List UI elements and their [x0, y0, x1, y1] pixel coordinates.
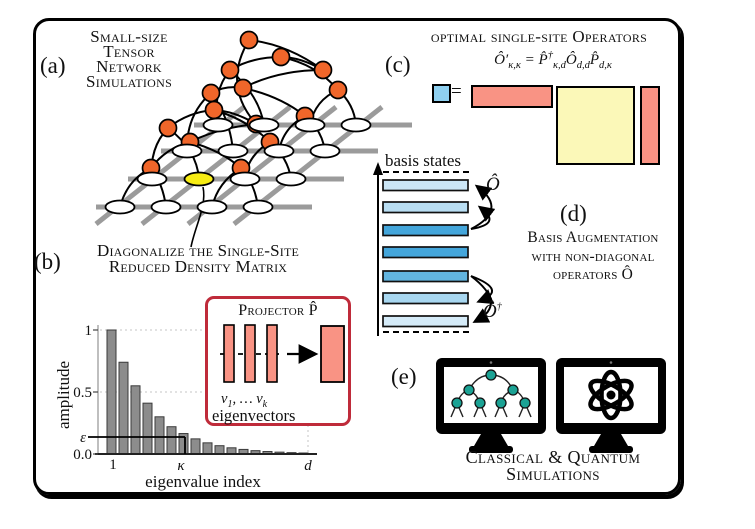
eigenvalue-bar	[118, 361, 129, 455]
simulation-monitors	[436, 358, 666, 453]
projector-inset-title: Projector P̂	[238, 302, 318, 319]
d-title-line-1: Basis Augmentation	[527, 229, 659, 246]
atom-nucleus	[606, 390, 616, 400]
eigenvalue-bar	[214, 445, 225, 455]
eigenvalue-bar	[130, 385, 141, 455]
d-title-line-3: operators Ô	[552, 266, 634, 283]
equals-sign: =	[451, 81, 462, 102]
basis-state-bar	[382, 201, 469, 214]
panel-a-label: (a)	[40, 53, 66, 78]
pointer-line-to-b	[190, 186, 205, 248]
panel-d-label: (d)	[560, 201, 587, 226]
chart-xlabel: eigenvalue index	[145, 472, 261, 491]
chart-tick-marks	[93, 329, 98, 455]
xtick-d: d	[304, 458, 312, 474]
figure-border	[33, 18, 681, 495]
panel-d-title: Basis Augmentation with non-diagonal ope…	[500, 229, 686, 285]
eigenvalue-bar	[190, 438, 201, 455]
chart-bars	[106, 329, 309, 455]
eigenvalue-bar	[154, 416, 165, 455]
basis-state-bar	[382, 315, 469, 328]
basis-state-bar	[382, 179, 469, 192]
a-title-line-3: Network	[96, 57, 162, 76]
projector-block	[640, 86, 660, 165]
panel-c-label: (c)	[385, 52, 411, 77]
epsilon-threshold-marker	[88, 436, 186, 454]
a-title-line-4: Simulations	[85, 72, 173, 91]
operator-formula: Ô′κ,κ = P̂†κ,dÔd,dP̂d,κ	[494, 50, 612, 71]
a-title-line-1: Small-size	[90, 27, 168, 46]
panel-b-title: Diagonalize the Single-Site Reduced Dens…	[60, 241, 336, 276]
e-caption-line-2: Simulations	[506, 463, 600, 484]
basis-dashed-bounds	[383, 171, 470, 333]
eigenvalue-bar	[142, 402, 153, 455]
full-operator-block	[556, 86, 635, 165]
selected-site-yellow	[183, 171, 215, 187]
eigenvalue-bar	[202, 442, 213, 455]
e-caption-line-1: Classical & Quantum	[465, 447, 641, 467]
basis-state-bar	[382, 292, 469, 305]
basis-state-bar	[382, 246, 469, 259]
ytick-1: 1	[85, 323, 93, 339]
operator-O-dagger-label: Ô†	[483, 301, 502, 322]
epsilon-label: ε	[80, 430, 86, 446]
b-title-line-2: Reduced Density Matrix	[108, 256, 288, 276]
projector-inset-drawing	[220, 324, 345, 383]
basis-axis-arrowhead	[373, 162, 383, 175]
d-title-line-2: with non-diagonal	[531, 247, 655, 265]
eigenvector-bars	[223, 324, 278, 383]
basis-states-axis-label: basis states	[385, 151, 462, 170]
basis-augmentation-drawing	[373, 162, 496, 336]
panel-b-label: (b)	[34, 249, 61, 274]
xtick-kappa: κ	[177, 458, 185, 474]
lattice-site-nodes	[104, 117, 372, 215]
panel-c-title: optimal single-site Operators	[430, 27, 648, 46]
operator-arrows	[470, 184, 496, 323]
ytick-05: 0.5	[73, 385, 92, 401]
operator-O-label: Ô	[486, 174, 500, 195]
eigenvalue-bar	[106, 329, 117, 455]
eigenvalue-bar	[166, 426, 177, 455]
tree-node-circles	[451, 369, 531, 409]
xtick-1: 1	[109, 457, 117, 473]
basis-state-bars	[382, 179, 469, 328]
panel-a-title: Small-size Tensor Network Simulations	[58, 27, 200, 91]
ytick-00: 0.0	[73, 447, 92, 463]
basis-state-bar	[382, 224, 469, 237]
eigenvector-index-label: v1, … vk	[221, 391, 268, 410]
eigenvectors-caption: eigenvectors	[212, 406, 296, 425]
projector-dagger-block	[471, 85, 553, 108]
panel-e-caption: Classical & Quantum Simulations	[437, 447, 669, 484]
projector-inset-box: Projector P̂ v1, … vk eigenvectors	[205, 296, 351, 426]
quantum-monitor-icon	[556, 358, 666, 453]
panel-e-label: (e)	[391, 364, 417, 389]
classical-monitor-icon	[436, 358, 546, 453]
chart-ylabel: amplitude	[55, 361, 73, 429]
a-title-line-2: Tensor	[103, 42, 155, 61]
projector-matrix-block	[320, 325, 345, 383]
basis-state-bar	[382, 270, 469, 283]
b-title-line-1: Diagonalize the Single-Site	[96, 241, 300, 260]
atom-icon	[588, 369, 634, 421]
effective-operator-block	[432, 84, 451, 103]
